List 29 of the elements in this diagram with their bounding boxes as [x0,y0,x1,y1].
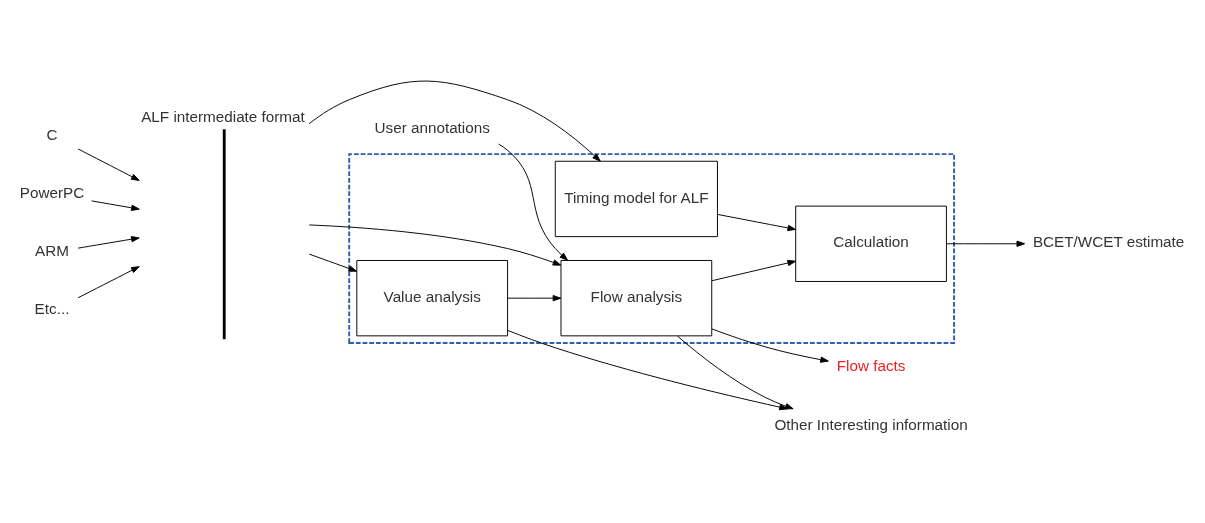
arrow [77,147,140,181]
arrow [946,240,1026,247]
node-box: Calculation [795,205,947,282]
node-box [222,128,226,339]
arrow [308,80,601,162]
node-label: ALF intermediate format [141,107,305,125]
arrow [711,259,796,281]
node-text: User annotations [374,118,490,136]
arrow [717,213,796,231]
arrow [91,199,140,211]
arrow [77,235,140,249]
node-text: Flow facts [836,356,906,374]
node-box: Flow analysis [560,259,713,336]
arrow [711,328,829,363]
arrow [308,223,562,266]
arrow [507,294,562,301]
node-box: Timing model for ALF [554,160,718,237]
arrow [77,265,140,298]
node-text: C [46,125,58,143]
arrow [507,329,788,410]
arrow [498,143,569,261]
node-text: ARM [35,241,69,259]
node-text: PowerPC [19,183,85,201]
node-box: Value analysis [356,259,509,336]
node-text: Other Interesting information [774,415,968,433]
node-text: BCET/WCET estimate [1032,232,1185,250]
arrow [676,335,794,409]
arrow [308,253,358,272]
node-text: Etc... [34,299,70,317]
